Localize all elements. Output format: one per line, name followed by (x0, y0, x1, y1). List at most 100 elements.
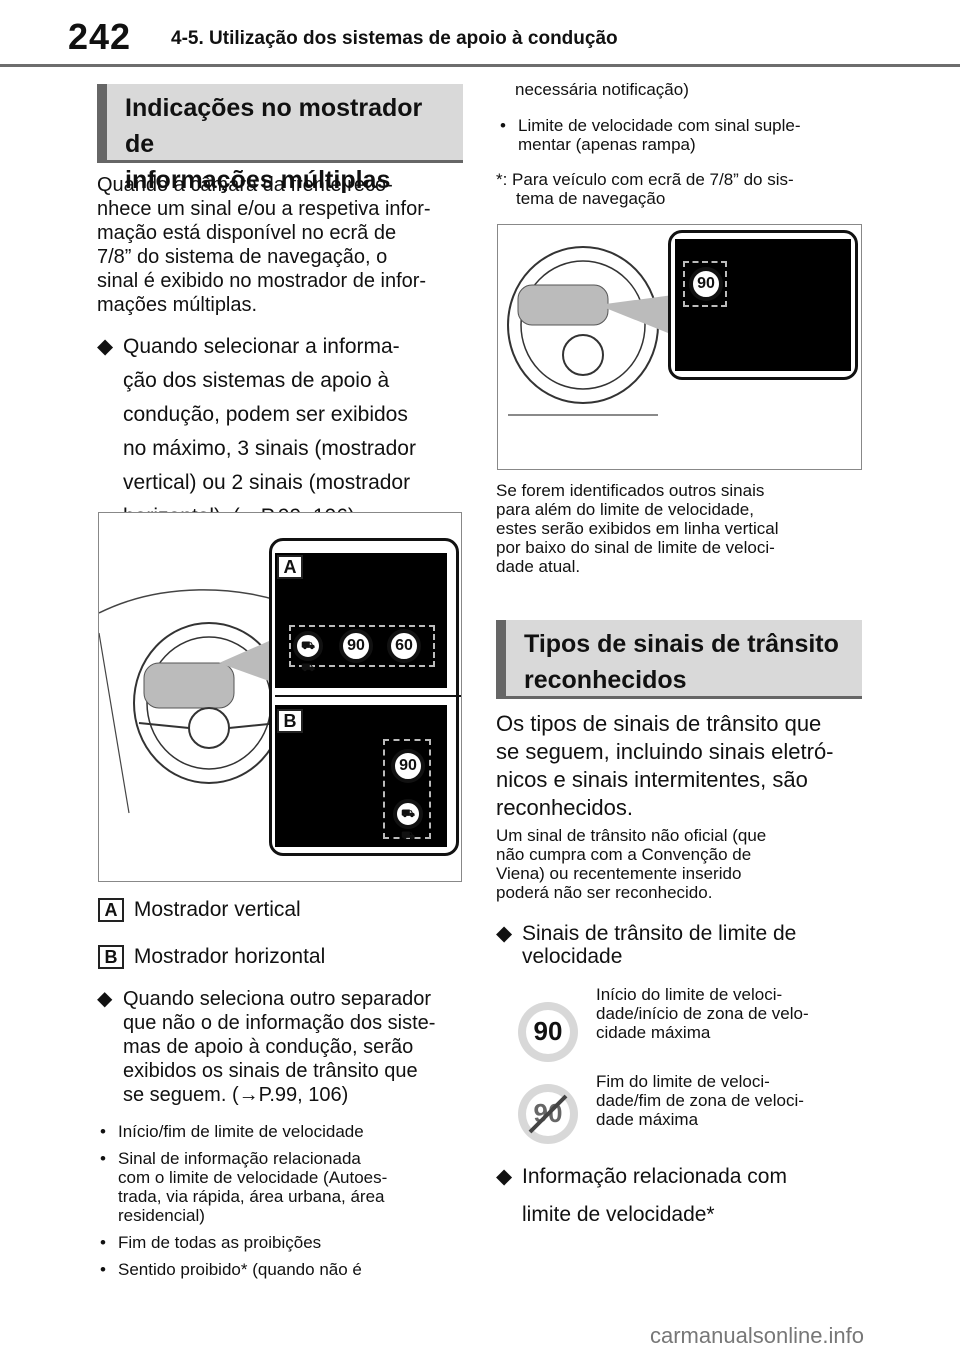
steering-wheel-illustration (98, 589, 300, 814)
text-line: Fim de todas as proibições (118, 1233, 322, 1252)
bullet-diamond-icon: ◆ (97, 335, 114, 358)
text-line: estes serão exibidos em linha vertical (496, 519, 779, 538)
sign-types-intro: Os tipos de sinais de trânsito que se se… (496, 710, 866, 822)
text-line: Se forem identificados outros sinais (496, 481, 765, 500)
text-line: Viena) ou recentemente inserido (496, 864, 742, 883)
speed-sign-60: 60 (387, 629, 421, 663)
bullet-other-tab: ◆ Quando seleciona outro separador que n… (97, 987, 467, 1107)
text-line: nhece um sinal e/ou a respetiva infor- (97, 198, 431, 220)
page-number: 242 (68, 16, 132, 57)
text-line: mentar (apenas rampa) (518, 135, 696, 154)
list-item: • Fim de todas as proibições (100, 1233, 470, 1252)
bullet-speed-info: ◆ Informação relacionada com limite de v… (496, 1158, 866, 1234)
text-line: por baixo do sinal de limite de veloci- (496, 538, 775, 557)
footnote: *: Para veículo com ecrã de 7/8” do sis-… (496, 170, 866, 208)
text-line: Sinais de trânsito de limite de (522, 922, 797, 945)
text-line: Quando selecionar a informa- (123, 335, 400, 358)
list-item: • Início/fim de limite de velocidade (100, 1122, 470, 1141)
text-line: Sinal de informação relacionada (118, 1149, 361, 1168)
speed-limit-start-sign-icon: 90 (516, 1000, 580, 1064)
text-line: no máximo, 3 sinais (mostrador (123, 437, 416, 460)
bullet-diamond-icon: ◆ (496, 922, 513, 945)
list-item-supplement: • Limite de velocidade com sinal suple- … (500, 116, 888, 154)
bullet-diamond-icon: ◆ (97, 988, 113, 1010)
speed-sign-90: 90 (339, 629, 373, 663)
text-line: *: Para veículo com ecrã de 7/8” do sis- (496, 170, 794, 189)
continued-line: necessária notificação) (515, 80, 689, 99)
text-line: Sentido proibido* (quando não é (118, 1260, 362, 1279)
text-line: nicos e sinais intermitentes, são (496, 767, 808, 792)
heading-line: Tipos de sinais de trânsito (524, 630, 839, 658)
bullet-speed-limit-signs: ◆ Sinais de trânsito de limite de veloci… (496, 922, 866, 968)
text-line: trada, via rápida, área urbana, área (118, 1187, 385, 1206)
text-line: mas de apoio à condução, serão (123, 1036, 414, 1058)
legend-label-b: B (98, 945, 124, 970)
text-line: Os tipos de sinais de trânsito que (496, 711, 822, 736)
text-line: Início/fim de limite de velocidade (118, 1122, 364, 1141)
text-line: se seguem, incluindo sinais eletró- (496, 739, 834, 764)
sign-number: 90 (533, 1016, 563, 1046)
legend-text: Mostrador vertical (133, 898, 301, 921)
sign-column-highlight: 90 ⛟⛟ (383, 739, 431, 842)
intro-paragraph: Quando a câmara da frente reco- nhece um… (97, 173, 467, 317)
text-line: dade/fim de zona de veloci- (596, 1091, 804, 1110)
text-line: Fim do limite de veloci- (596, 1072, 770, 1091)
text-line: vertical) ou 2 sinais (mostrador (123, 471, 411, 494)
text-line: exibidos os sinais de trânsito que (123, 1060, 418, 1082)
steering-wheel-illustration (507, 246, 673, 416)
overtake-prohibited-sign-icon: ⛟⛟ (393, 799, 423, 842)
header-rule (0, 64, 960, 67)
heading-line: reconhecidos (524, 666, 687, 694)
legend-b: B Mostrador horizontal (98, 943, 325, 971)
text-line: cidade máxima (596, 1023, 711, 1042)
list-item: • Sinal de informação relacionada com o … (100, 1149, 470, 1225)
text-line: Informação relacionada com (522, 1165, 787, 1188)
sign-highlight: 90 (683, 261, 727, 307)
text-line: Quando a câmara da frente reco- (97, 174, 393, 196)
text-line: se seguem. (→P.99, 106) (123, 1084, 349, 1106)
text-line: não cumpra com a Convenção de (496, 845, 752, 864)
horizontal-display-panel: 90 ⛟⛟ (275, 705, 447, 847)
text-line: tema de navegação (516, 189, 666, 208)
text-line: que não o de informação dos siste- (123, 1012, 436, 1034)
text-line: Início do limite de veloci- (596, 985, 783, 1004)
heading-line: informações múltiplas (125, 166, 391, 194)
text-line: poderá não ser reconhecido. (496, 883, 713, 902)
text-line: com o limite de velocidade (Autoes- (118, 1168, 388, 1187)
speed-limit-end-sign-icon: 90 (516, 1082, 580, 1146)
text-line: mações múltiplas. (97, 294, 258, 316)
text-line: Quando seleciona outro separador (123, 988, 431, 1010)
text-line: limite de velocidade* (522, 1203, 715, 1226)
label-a: A (277, 555, 303, 579)
panel-divider (275, 695, 461, 697)
bullet-diamond-icon: ◆ (496, 1165, 513, 1188)
speed-sign-90: 90 (689, 267, 723, 301)
watermark: carmanualsonline.info (650, 1323, 865, 1348)
overtake-prohibited-sign-icon: ⛟⛟ (293, 631, 323, 674)
text-line: para além do limite de velocidade, (496, 500, 754, 519)
text-line: mação está disponível no ecrã de (97, 222, 397, 244)
speed-limit-start-text: Início do limite de veloci- dade/início … (596, 985, 866, 1042)
text-line: 7/8” do sistema de navegação, o (97, 246, 388, 268)
legend-text: Mostrador horizontal (133, 945, 326, 968)
legend-label-a: A (98, 898, 124, 923)
sign-row-highlight: ⛟⛟ 90 60 (289, 625, 435, 674)
navigation-display-panel: 90 (675, 239, 851, 371)
text-line: velocidade (522, 945, 623, 968)
section-heading-indications: Indicações no mostrador de informações m… (97, 84, 463, 194)
speed-limit-end-text: Fim do limite de veloci- dade/fim de zon… (596, 1072, 866, 1129)
text-line: ção dos sistemas de apoio à (123, 369, 390, 392)
text-line: residencial) (118, 1206, 205, 1225)
text-line: reconhecidos. (496, 795, 633, 820)
text-line: dade atual. (496, 557, 581, 576)
text-line: dade/início de zona de velo- (596, 1004, 809, 1023)
unofficial-sign-note: Um sinal de trânsito não oficial (que nã… (496, 826, 866, 902)
other-signs-paragraph: Se forem identificados outros sinais par… (496, 481, 866, 576)
vertical-display-panel: ⛟⛟ 90 60 (275, 553, 447, 688)
heading-line: Indicações no mostrador de (125, 94, 423, 158)
text-line: dade máxima (596, 1110, 699, 1129)
figure-navigation-screen: 90 (497, 224, 862, 470)
label-b: B (277, 709, 303, 733)
sub-item-list: • Início/fim de limite de velocidade • S… (100, 1122, 470, 1279)
section-heading-sign-types: Tipos de sinais de trânsito reconhecidos (496, 620, 862, 699)
